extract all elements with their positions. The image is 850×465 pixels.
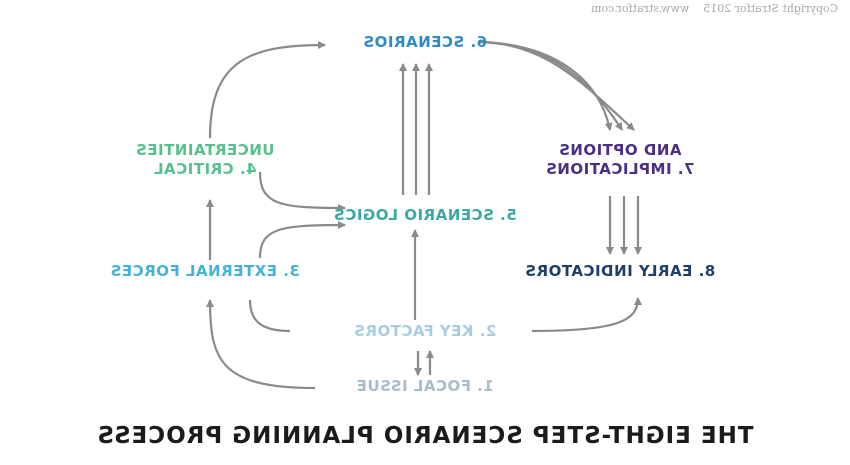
- step-4-label-line-1: UNCERTAINTIES: [135, 141, 275, 159]
- diagram-title: THE EIGHT-STEP SCENARIO PLANNING PROCESS: [96, 423, 754, 449]
- arrow-scenarios-to-implications-3: [479, 40, 635, 131]
- step-2-label: 2. KEY FACTORS: [353, 322, 497, 340]
- step-2-key-factors: 2. KEY FACTORS: [320, 322, 530, 341]
- step-5-scenario-logics: 5. SCENARIO LOGICS: [325, 206, 525, 225]
- arrow-key-factors-to-indicators: [531, 297, 642, 333]
- step-3-label: 3. EXTERNAL FORCES: [110, 262, 300, 280]
- step-8-early-indicators: 8. EARLY INDICATORS: [515, 262, 725, 281]
- step-8-label: 8. EARLY INDICATORS: [524, 262, 716, 280]
- step-6-label: 6. SCENARIOS: [362, 33, 488, 51]
- step-4-label-line-2: 4. CRITICAL: [153, 160, 257, 178]
- step-7-label-line-2: 7. IMPLICATIONS: [545, 160, 695, 178]
- arrow-forces-to-logics: [258, 221, 346, 259]
- website-text: www.stratfor.com: [591, 2, 690, 15]
- step-1-label: 1. FOCAL ISSUE: [356, 377, 494, 395]
- step-7-label-line-1: AND OPTIONS: [558, 141, 682, 159]
- arrow-uncertainties-to-scenarios: [208, 41, 326, 139]
- copyright-line: Copyright Stratfor 2015 www.stratfor.com: [591, 2, 838, 15]
- arrow-scenarios-to-implications-2: [479, 40, 623, 131]
- arrow-implications-to-indicators: [248, 299, 291, 333]
- arrow-scenarios-to-implications-1: [479, 40, 613, 131]
- arrow-focal-to-indicators: [206, 299, 316, 390]
- step-6-scenarios: 6. SCENARIOS: [350, 33, 500, 52]
- step-4-critical-uncertainties: UNCERTAINTIES 4. CRITICAL: [115, 141, 295, 179]
- step-5-label: 5. SCENARIO LOGICS: [333, 206, 517, 224]
- copyright-text: Copyright Stratfor 2015: [703, 2, 838, 15]
- step-1-focal-issue: 1. FOCAL ISSUE: [330, 377, 520, 396]
- step-7-implications-and-options: AND OPTIONS 7. IMPLICATIONS: [520, 141, 720, 179]
- step-3-external-forces: 3. EXTERNAL FORCES: [100, 262, 310, 281]
- arrow-uncertainties-to-logics: [258, 171, 346, 212]
